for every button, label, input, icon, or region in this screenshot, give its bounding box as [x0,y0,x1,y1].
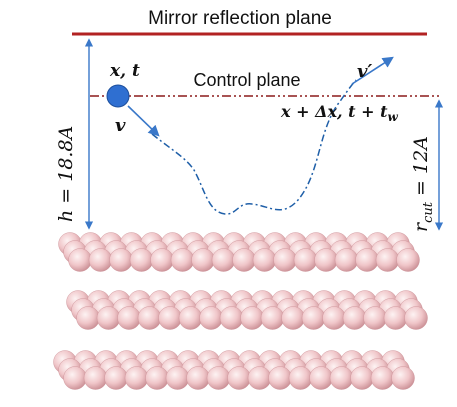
atom [170,248,195,272]
trajectory-path [151,79,357,215]
substrate-atoms [53,232,428,390]
atom [355,248,379,272]
atom [322,306,346,330]
control-plane-label: Control plane [193,70,300,90]
exit-state-main: x + Δx, t + t [280,102,388,121]
atom [109,248,133,272]
atom [158,306,182,330]
particle [106,84,130,108]
atom [129,248,154,272]
atom [288,366,313,390]
atom [383,306,408,330]
atom [375,248,400,272]
atom [191,248,215,272]
exit-state-label: x + Δx, t + tw [280,102,399,124]
atom [247,366,272,390]
atom [232,248,256,272]
atom [63,366,87,390]
atom [178,306,203,330]
rcut-label: rcut = 12A [410,136,436,232]
atom [83,366,108,390]
atom [76,306,100,330]
atom [404,306,428,330]
exit-state-subscript: w [388,110,399,124]
atom [391,366,415,390]
atom [350,366,374,390]
height-label: h = 18.8A [55,126,77,222]
atom [252,248,277,272]
atom [268,366,292,390]
atom [186,366,210,390]
atom [117,306,141,330]
atom [68,248,92,272]
atom [314,248,338,272]
atom [206,366,231,390]
atom [88,248,113,272]
atom [260,306,285,330]
velocity-in-label: v [115,115,126,136]
atom [165,366,190,390]
atom [104,366,128,390]
atom [96,306,121,330]
velocity-in-arrow [127,105,160,137]
atom [145,366,169,390]
atom [124,366,149,390]
atom-layer [53,350,415,390]
rcut-symbol: r [410,221,432,232]
atom [396,248,420,272]
atom-layer [66,290,428,330]
atom [150,248,174,272]
atom [363,306,387,330]
atom [199,306,223,330]
atom [219,306,244,330]
mirror-plane-label: Mirror reflection plane [148,8,332,29]
atom [137,306,162,330]
atom [342,306,367,330]
rcut-subscript: cut [421,201,436,223]
atom [227,366,251,390]
atom [329,366,354,390]
atom [370,366,395,390]
position-time-label: x, t [109,61,140,81]
atom [301,306,326,330]
atom-layer [58,232,420,272]
velocity-out-label: v′ [357,61,372,82]
velocity-out-arrow [351,56,394,85]
atom [293,248,318,272]
atom [211,248,236,272]
atom [281,306,305,330]
atom [334,248,359,272]
atom [309,366,333,390]
rcut-value: = 12A [410,136,432,202]
atom [240,306,264,330]
atom [273,248,297,272]
